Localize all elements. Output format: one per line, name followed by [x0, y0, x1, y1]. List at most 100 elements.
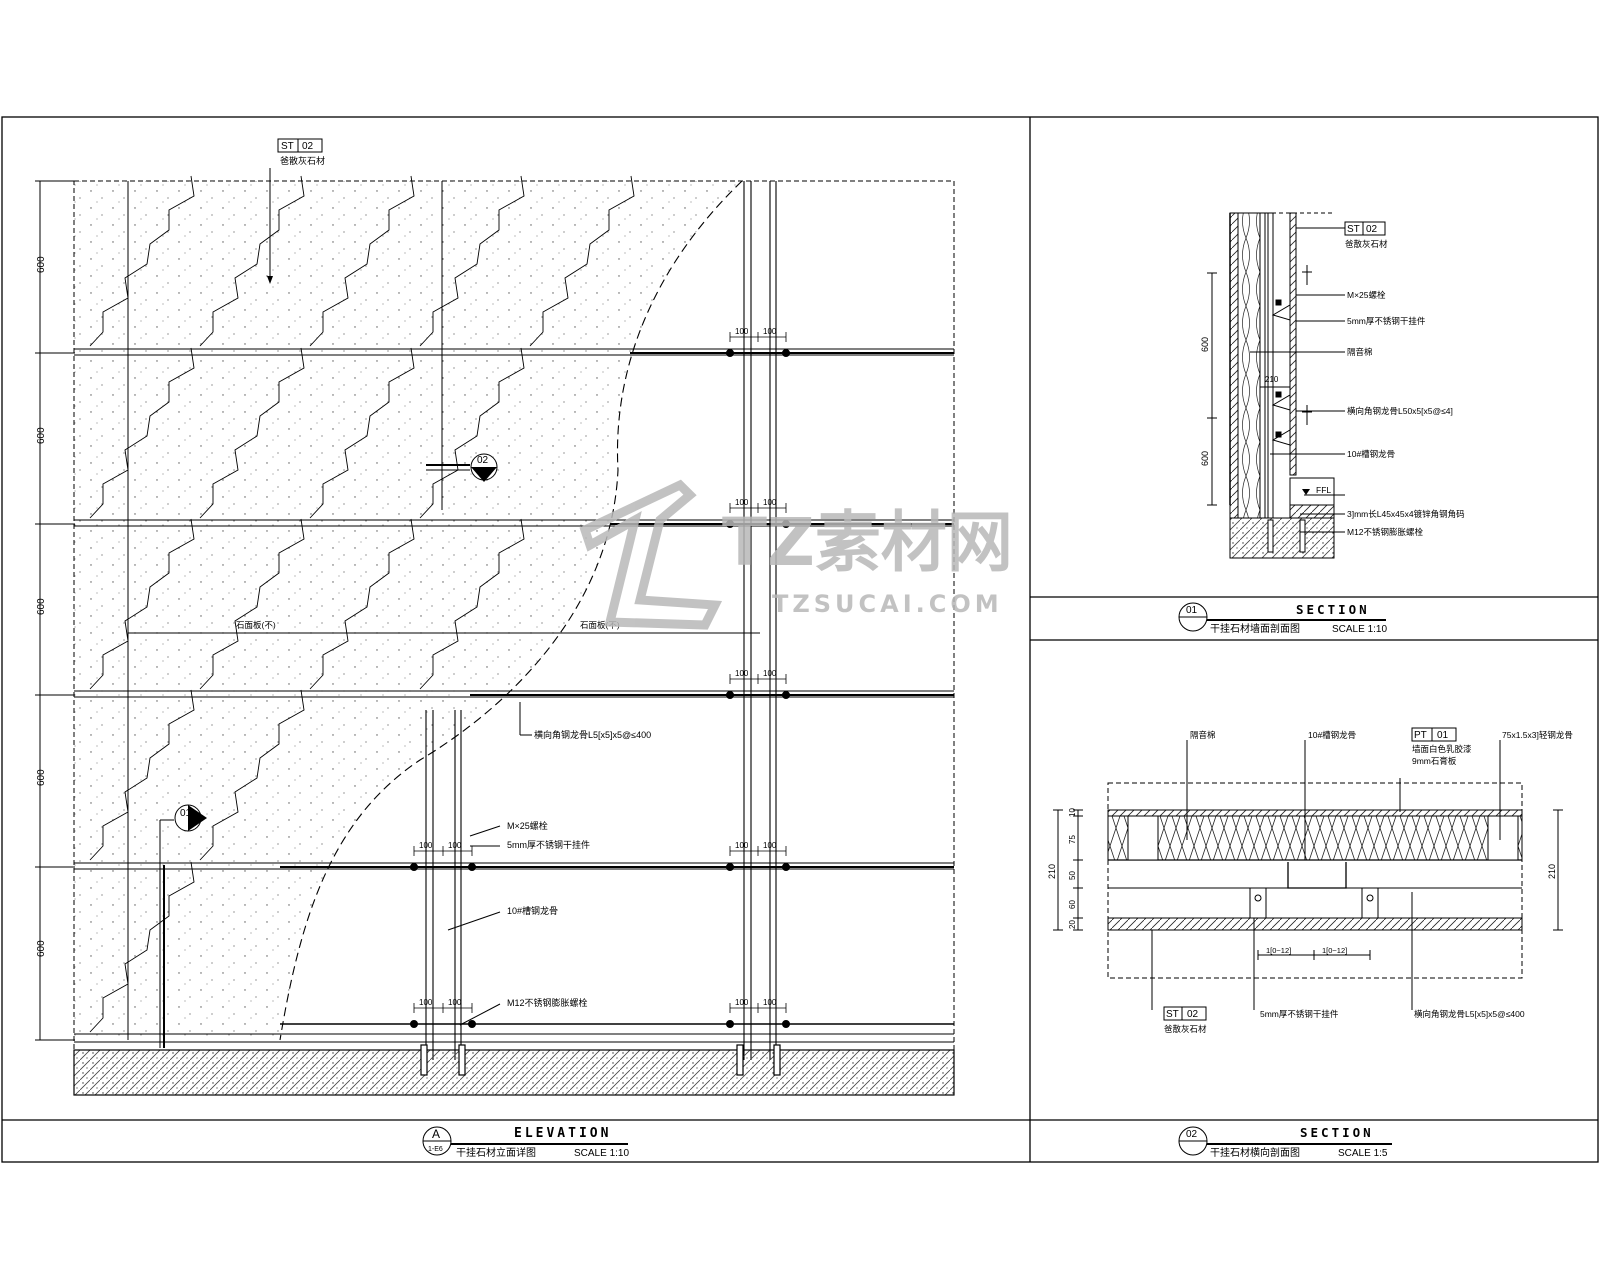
s2-stone-number: 02 [1187, 1009, 1199, 1020]
stone-cladding-area [74, 181, 742, 1040]
s2-dim-60: 60 [1068, 900, 1077, 909]
spacing-dim-label: 100 [419, 841, 433, 850]
stone-vein [309, 347, 415, 519]
stone-vein [419, 175, 525, 347]
stone-vein [309, 175, 415, 347]
s1-dim-600-a: 600 [1200, 337, 1210, 352]
bolt-dot [726, 1020, 734, 1028]
s1-note-base: 3]mm长L45x45x4镀锌角钢角码 [1347, 509, 1465, 519]
hidden-panel-label-1: 石面板(不) [236, 620, 276, 630]
s1-note-plate: 5mm厚不锈钢干挂件 [1347, 316, 1426, 326]
note-bolt: M×25螺栓 [507, 820, 548, 831]
section-01-view: 600 600 210 ST 02 爸散灰石材 M×25螺栓 5mm厚不锈钢干挂… [1178, 212, 1465, 635]
anchor-bolts [420, 1044, 781, 1076]
brackets [1271, 299, 1291, 446]
s1-dim-600-b: 600 [1200, 451, 1210, 466]
tag-material-name: 爸散灰石材 [280, 155, 325, 166]
dim-600-5: 600 [36, 940, 47, 957]
stone-panel-h [1107, 917, 1523, 931]
s2-subtitle: 干挂石材横向剖面图 [1210, 1146, 1300, 1159]
elevation-title: ELEVATION [514, 1126, 611, 1141]
hanger-clips [1249, 887, 1379, 919]
stone-vein [89, 175, 195, 347]
s2-ref-num: 02 [1186, 1129, 1198, 1140]
stone-vein-pattern [89, 175, 635, 1033]
stone-vein [309, 518, 415, 690]
dim-600-3: 600 [36, 598, 47, 615]
spacing-dim-label: 100 [735, 841, 749, 850]
s2-stone-code: ST [1166, 1009, 1179, 1020]
s1-note-insulation: 隔音棉 [1347, 347, 1373, 357]
spacing-dim-label: 100 [763, 998, 777, 1007]
s2-scale: SCALE 1:5 [1338, 1148, 1388, 1159]
horizontal-rails [74, 348, 954, 1035]
spacing-dim-label: 100 [735, 669, 749, 678]
stone-vein [199, 518, 305, 690]
note-channel: 10#槽钢龙骨 [507, 905, 558, 916]
s2-dim-bottom-2: 1[0~12] [1322, 946, 1347, 955]
s2-paint-name: 墙面白色乳胶漆 [1412, 744, 1472, 754]
s2-stone-name: 爸散灰石材 [1164, 1024, 1207, 1034]
note-hanger-plate: 5mm厚不锈钢干挂件 [507, 839, 590, 850]
sheet-border [1, 116, 1599, 1163]
wall-insulation-layer [1237, 212, 1261, 519]
bolt-dot [468, 1020, 476, 1028]
s2-paint-code: PT [1414, 730, 1427, 741]
stone-vein [89, 861, 195, 1033]
bolt-dot [468, 863, 476, 871]
stone-vein [419, 347, 525, 519]
spacing-dim-label: 100 [735, 327, 749, 336]
stone-vein [89, 518, 195, 690]
s2-paint-tag: PT 01 墙面白色乳胶漆 9mm石膏板 [1411, 727, 1472, 766]
dim-600-2: 600 [36, 427, 47, 444]
bolt-dot [726, 520, 734, 528]
s2-title: SECTION [1300, 1125, 1374, 1140]
elevation-ref-sheet: 1-E6 [428, 1146, 443, 1153]
s1-note-anchor: M12不锈钢膨胀螺栓 [1347, 527, 1424, 537]
elevation-scale: SCALE 1:10 [574, 1148, 629, 1159]
bolt-dot [410, 1020, 418, 1028]
section-02-leaders [1151, 740, 1501, 1010]
bolt-dot [782, 349, 790, 357]
s2-dim-75: 75 [1068, 835, 1077, 844]
s1-title: SECTION [1296, 602, 1370, 617]
spacing-dim-label: 100 [448, 998, 462, 1007]
section-01-leaders [1250, 227, 1345, 533]
spacing-dim-label: 100 [763, 327, 777, 336]
stone-vein [199, 347, 305, 519]
elevation-annotations [447, 702, 532, 1026]
stone-vein [89, 347, 195, 519]
s2-paint-number: 01 [1437, 730, 1449, 741]
elevation-ref-letter: A [432, 1127, 440, 1141]
stone-vein [529, 175, 635, 347]
stone-panel-section [1289, 212, 1297, 476]
panel-joints [127, 181, 760, 1040]
insulation-layer-h [1107, 815, 1523, 861]
bolt-dot [782, 1020, 790, 1028]
note-angle-rail: 横向角钢龙骨L5[x5]x5@≤400 [534, 729, 651, 740]
s2-note-stud: 75x1.5x3]轻钢龙骨 [1502, 730, 1573, 740]
s2-board-name: 9mm石膏板 [1412, 756, 1457, 766]
bolt-dot [726, 863, 734, 871]
section-02-title-block: 02 SECTION 干挂石材横向剖面图 SCALE 1:5 [1178, 1125, 1392, 1159]
spacing-dim-label: 100 [735, 998, 749, 1007]
section-01-title-block: 01 SECTION 干挂石材墙面剖面图 SCALE 1:10 [1178, 602, 1387, 635]
callout-01-label: 01 [180, 808, 192, 819]
s1-note-channel: 10#槽钢龙骨 [1347, 449, 1395, 459]
s2-note-channel: 10#槽钢龙骨 [1308, 730, 1356, 740]
s1-material-tag: ST 02 爸散灰石材 [1344, 221, 1388, 249]
s2-dim-bottom-1: 1[0~12] [1266, 946, 1291, 955]
s1-note-angle: 横向角钢龙骨L50x5[x5@≤4] [1347, 406, 1453, 416]
callout-02-label: 02 [477, 455, 489, 466]
vertical-channels [425, 181, 777, 1060]
s2-dim-20: 20 [1068, 920, 1077, 929]
spacing-dim-label: 100 [448, 841, 462, 850]
spacing-dim-label: 100 [763, 498, 777, 507]
floor-slab-section [1229, 517, 1335, 559]
s2-note-insulation: 隔音棉 [1190, 730, 1216, 740]
section-01-dimensions [1207, 265, 1312, 506]
bolt-dot [782, 863, 790, 871]
section-callout-02: 02 [426, 453, 498, 482]
elevation-title-block: A 1-E6 ELEVATION 干挂石材立面详图 SCALE 1:10 [422, 1126, 629, 1159]
bolt-dot [782, 691, 790, 699]
